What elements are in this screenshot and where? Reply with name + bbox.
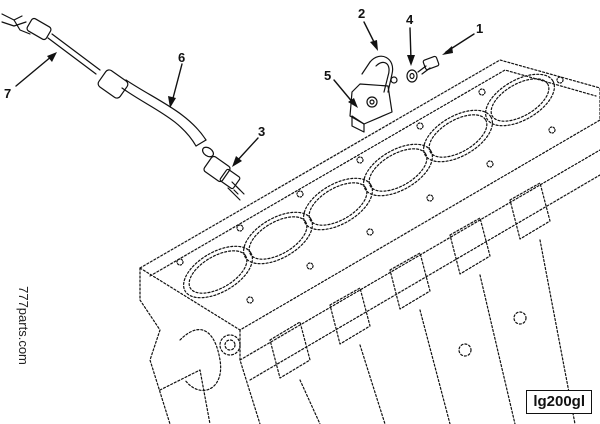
leader-lines (15, 21, 475, 167)
watermark-text: 777parts.com (15, 286, 31, 365)
part-1-capscrew (417, 55, 440, 75)
part-7-wire-connector (1, 13, 101, 75)
callout-7: 7 (4, 86, 11, 101)
block-side-details (159, 182, 576, 424)
callout-4: 4 (406, 12, 414, 27)
callout-6: 6 (178, 50, 185, 65)
figure-code-label: lg200gl (526, 390, 592, 414)
callout-2: 2 (358, 6, 365, 21)
deck-bolt-holes (176, 76, 564, 304)
part-4-washer (406, 69, 418, 83)
cylinder-bores (183, 73, 555, 299)
part-2-clamp (361, 55, 398, 93)
callout-1: 1 (476, 21, 483, 36)
part-6-tube (97, 69, 215, 158)
callout-3: 3 (258, 124, 265, 139)
callout-5: 5 (324, 68, 331, 83)
part-3-fitting (203, 155, 245, 201)
engine-block (139, 59, 600, 424)
callout-labels: 1 2 3 4 5 6 7 (4, 6, 483, 139)
part-5-bracket (349, 83, 393, 133)
